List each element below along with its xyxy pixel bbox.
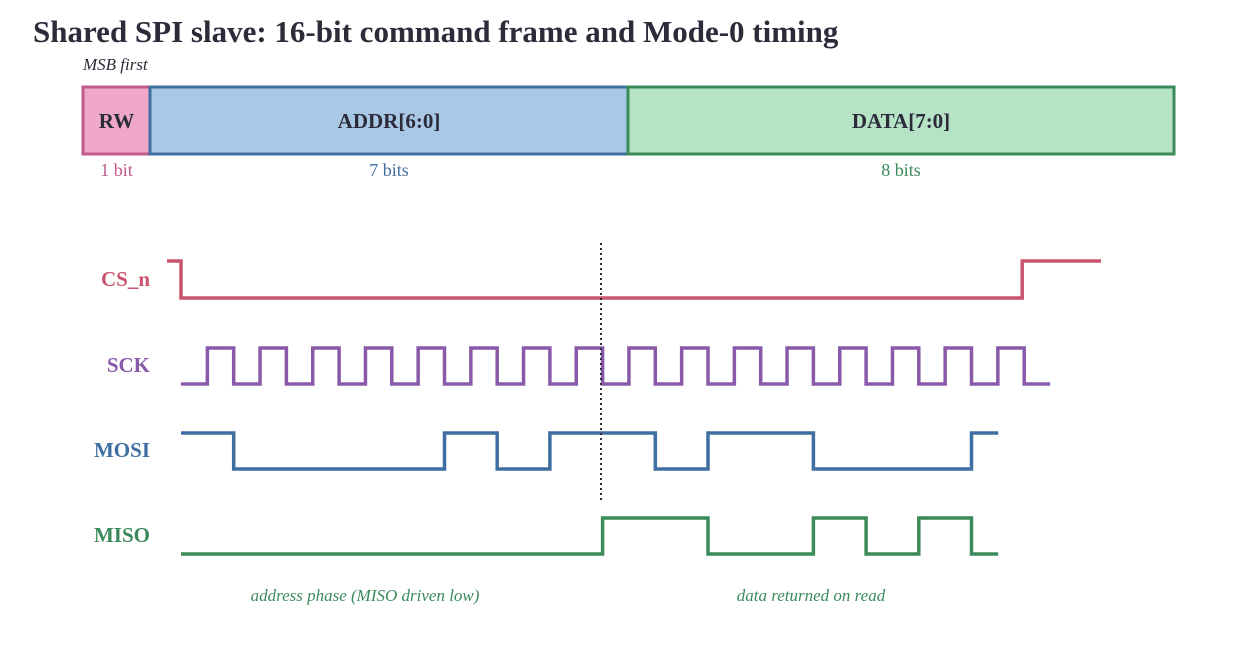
page-title: Shared SPI slave: 16-bit command frame a… [33, 14, 839, 49]
field-name-addr: ADDR[6:0] [338, 109, 441, 133]
phase-label-data: data returned on read [737, 586, 886, 605]
miso-waveform [181, 516, 999, 556]
cs-n-waveform [167, 259, 1101, 300]
signal-label-miso: MISO [94, 523, 150, 547]
field-bits-rw: 1 bit [100, 160, 133, 180]
field-box-rw [81, 85, 152, 156]
field-bits-data: 8 bits [881, 160, 921, 180]
msb-first-note: MSB first [82, 55, 149, 74]
signal-label-sck: SCK [107, 353, 151, 377]
phase-label-address: address phase (MISO driven low) [251, 586, 480, 605]
sck-waveform [181, 346, 1051, 386]
field-box-data [626, 85, 1176, 156]
field-name-data: DATA[7:0] [852, 109, 950, 133]
command-frame: RW ADDR[6:0] DATA[7:0] 1 bit 7 bits 8 bi… [81, 85, 1176, 180]
field-box-addr [148, 85, 630, 156]
field-name-rw: RW [99, 109, 134, 133]
signal-label-cs-n: CS_n [101, 267, 150, 291]
mosi-waveform [181, 431, 999, 471]
signal-label-mosi: MOSI [94, 438, 150, 462]
field-bits-addr: 7 bits [369, 160, 409, 180]
